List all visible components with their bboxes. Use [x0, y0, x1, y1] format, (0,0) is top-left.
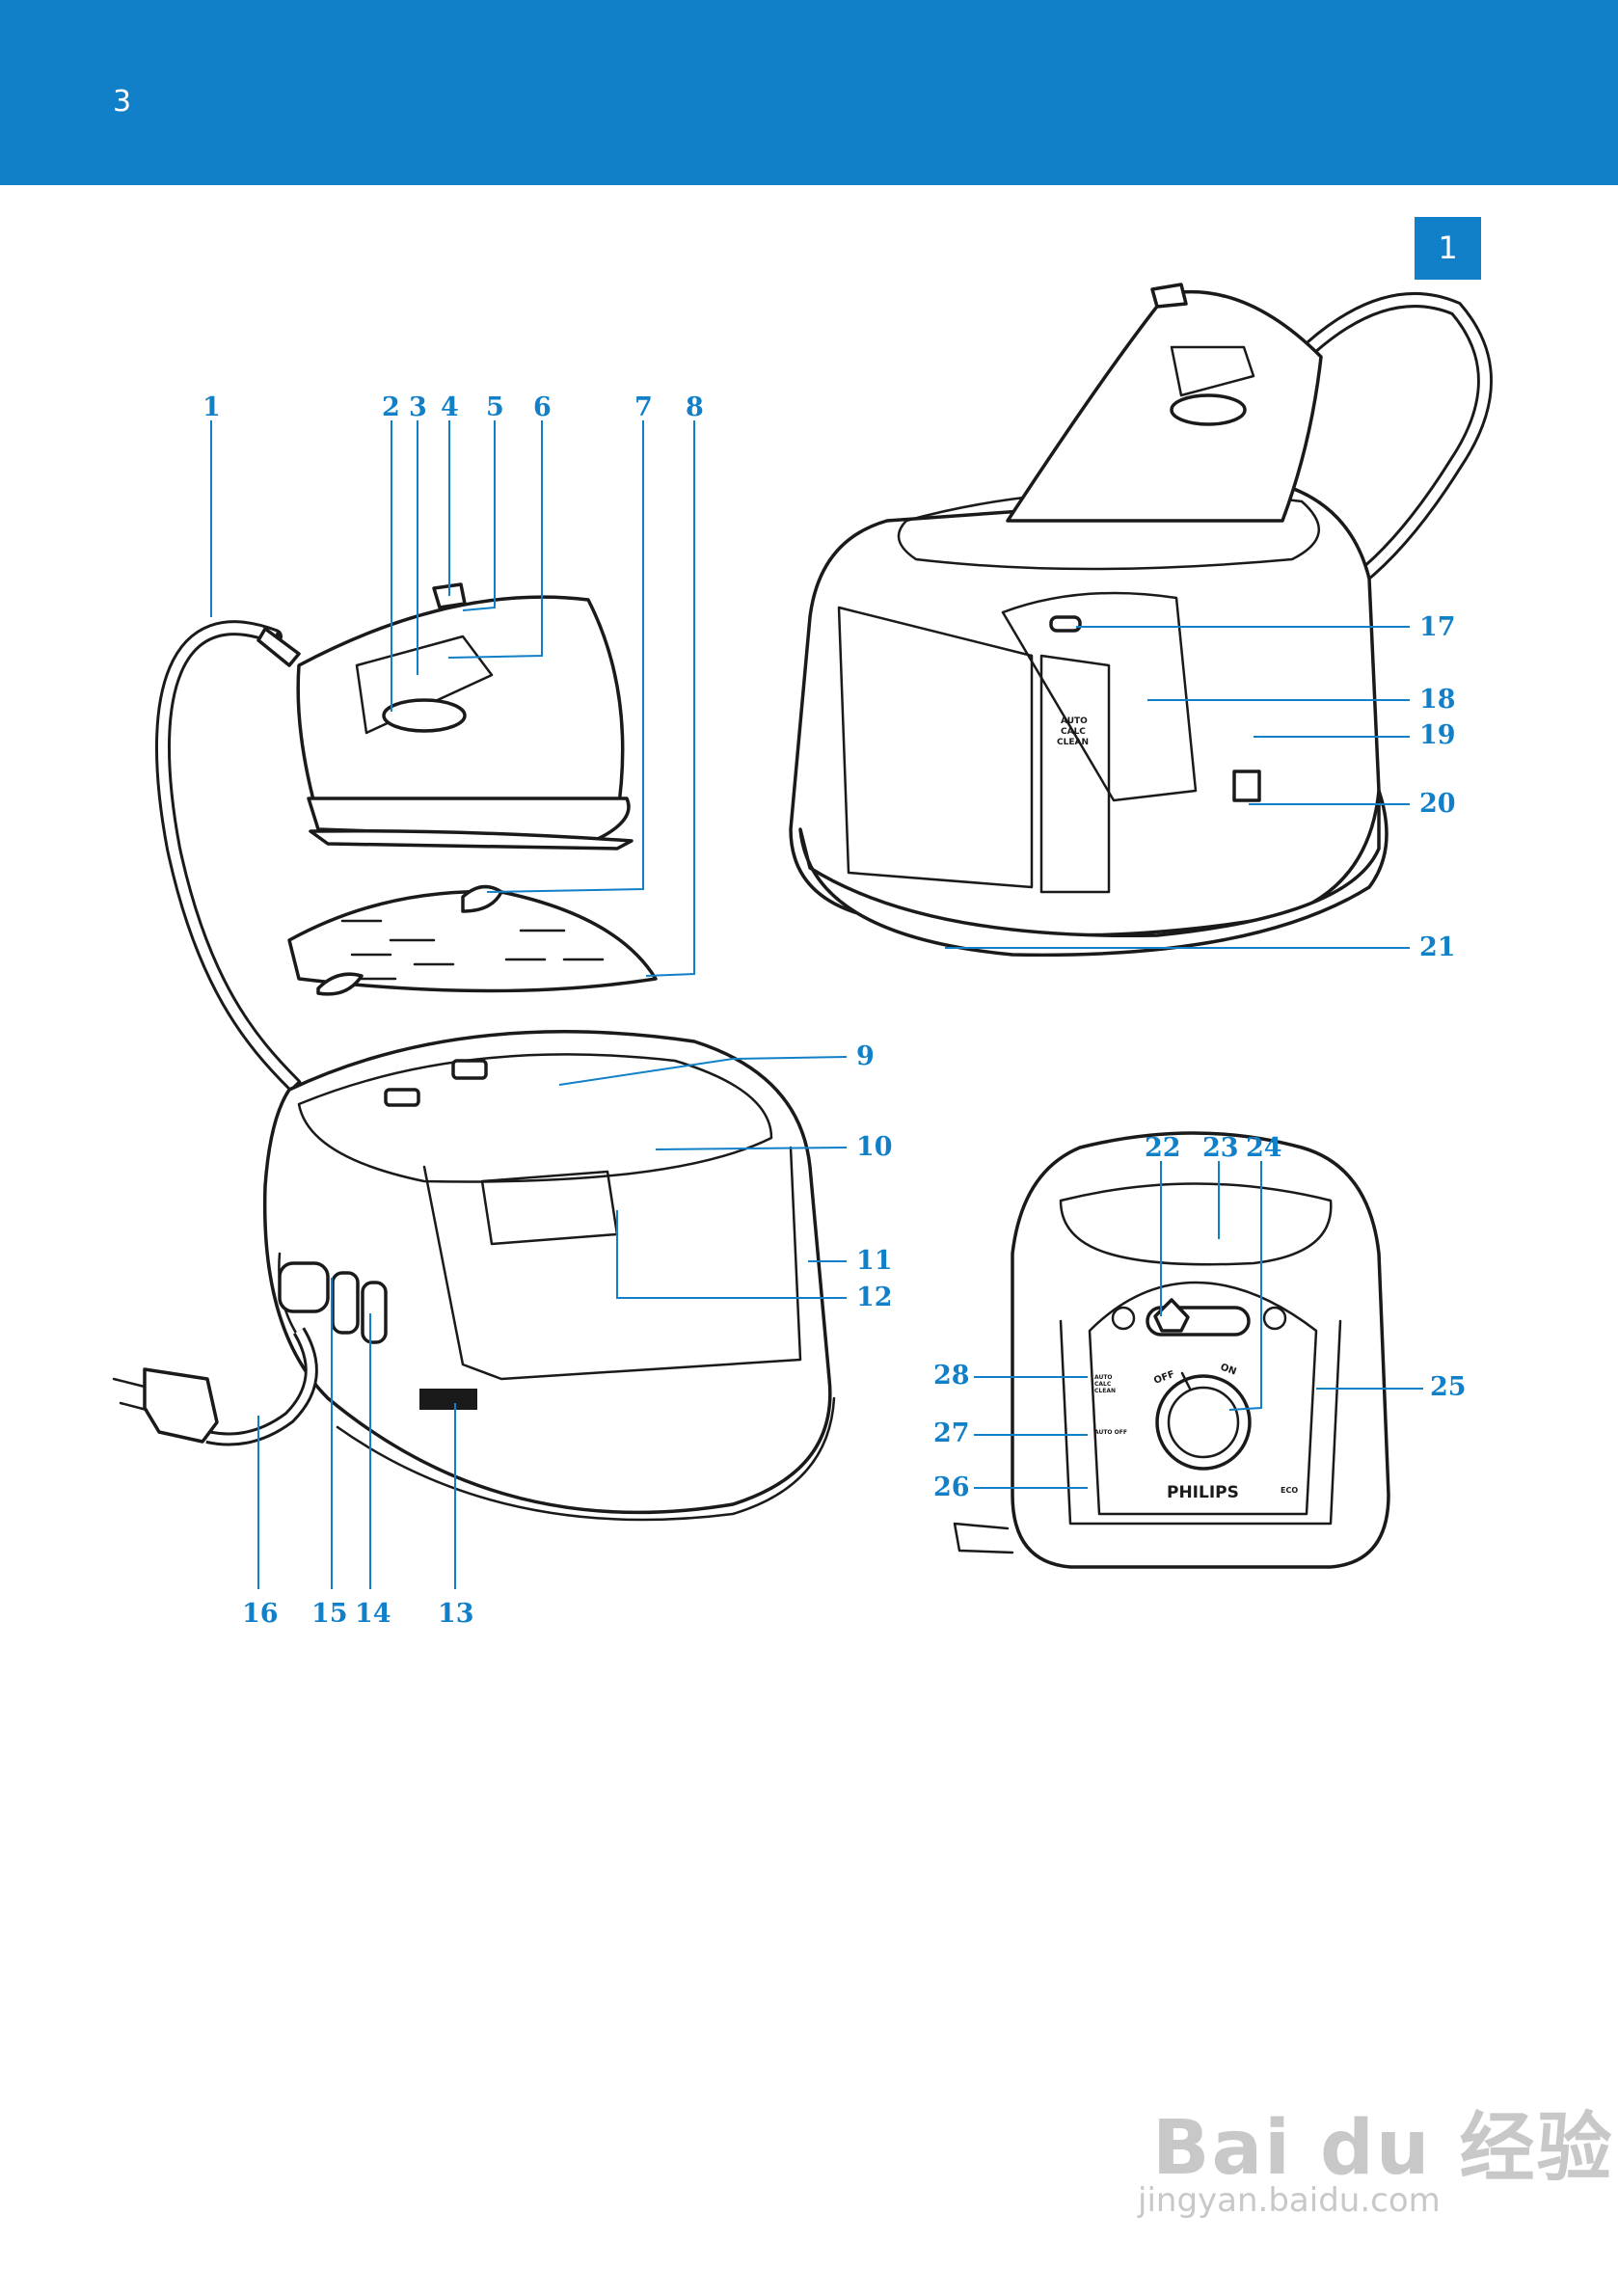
svg-text:CLEAN: CLEAN: [1094, 1388, 1116, 1394]
svg-text:AUTO OFF: AUTO OFF: [1094, 1429, 1127, 1436]
callout-label: 9: [856, 1041, 875, 1071]
callout-label: 12: [856, 1283, 893, 1312]
callout-label: 13: [438, 1599, 474, 1629]
callout-label: 6: [533, 392, 552, 422]
callout-label: 28: [933, 1361, 970, 1391]
page-number: 3: [113, 85, 132, 119]
callout-label: 10: [856, 1132, 893, 1162]
control-panel-drawing: PHILIPS OFF ON ECO AUTO OFF AUTO CALC CL…: [953, 1131, 1390, 1569]
callout-label: 8: [686, 392, 704, 422]
station-with-iron-drawing: AUTO CALC CLEAN: [789, 283, 1493, 958]
callout-label: 18: [1419, 685, 1456, 715]
callout-label: 21: [1419, 932, 1456, 962]
callout-label: 7: [634, 392, 653, 422]
baidu-watermark-url: jingyan.baidu.com: [1138, 2181, 1441, 2220]
baidu-watermark-logo: Bai du 经验: [1152, 2105, 1614, 2192]
callout-label: 24: [1246, 1133, 1282, 1163]
callout-label: 27: [933, 1418, 970, 1448]
svg-text:PHILIPS: PHILIPS: [1167, 1483, 1239, 1502]
figure-number-badge: 1: [1415, 217, 1481, 280]
callout-label: 16: [242, 1599, 279, 1629]
base-station-drawing: [262, 1030, 836, 1522]
callout-label: 23: [1202, 1133, 1239, 1163]
callout-label: 2: [382, 392, 400, 422]
iron-drawing: [154, 582, 634, 1093]
callout-label: 3: [409, 392, 427, 422]
soleplate-cover-drawing: [287, 884, 658, 996]
callout-label: 11: [856, 1246, 893, 1276]
callout-label: 22: [1145, 1133, 1181, 1163]
callout-label: 1: [202, 392, 221, 422]
leader-lines: [210, 420, 1423, 1589]
callout-label: 4: [441, 392, 459, 422]
svg-text:ECO: ECO: [1281, 1486, 1298, 1495]
callout-label: 20: [1419, 789, 1456, 819]
callout-label: 15: [311, 1599, 348, 1629]
callout-label: 19: [1419, 720, 1456, 750]
svg-text:ON: ON: [1219, 1362, 1238, 1377]
callout-label: 17: [1419, 612, 1456, 642]
mains-plug-drawing: [112, 1327, 318, 1446]
callout-label: 26: [933, 1472, 970, 1502]
svg-text:AUTO: AUTO: [1094, 1374, 1113, 1381]
callout-label: 14: [355, 1599, 391, 1629]
header-bar: [0, 0, 1618, 185]
svg-text:AUTO CALC CLEAN: AUTO CALC CLEAN: [1057, 716, 1091, 747]
callout-label: 5: [486, 392, 504, 422]
callout-label: 25: [1430, 1372, 1467, 1402]
svg-text:CALC: CALC: [1094, 1381, 1112, 1388]
